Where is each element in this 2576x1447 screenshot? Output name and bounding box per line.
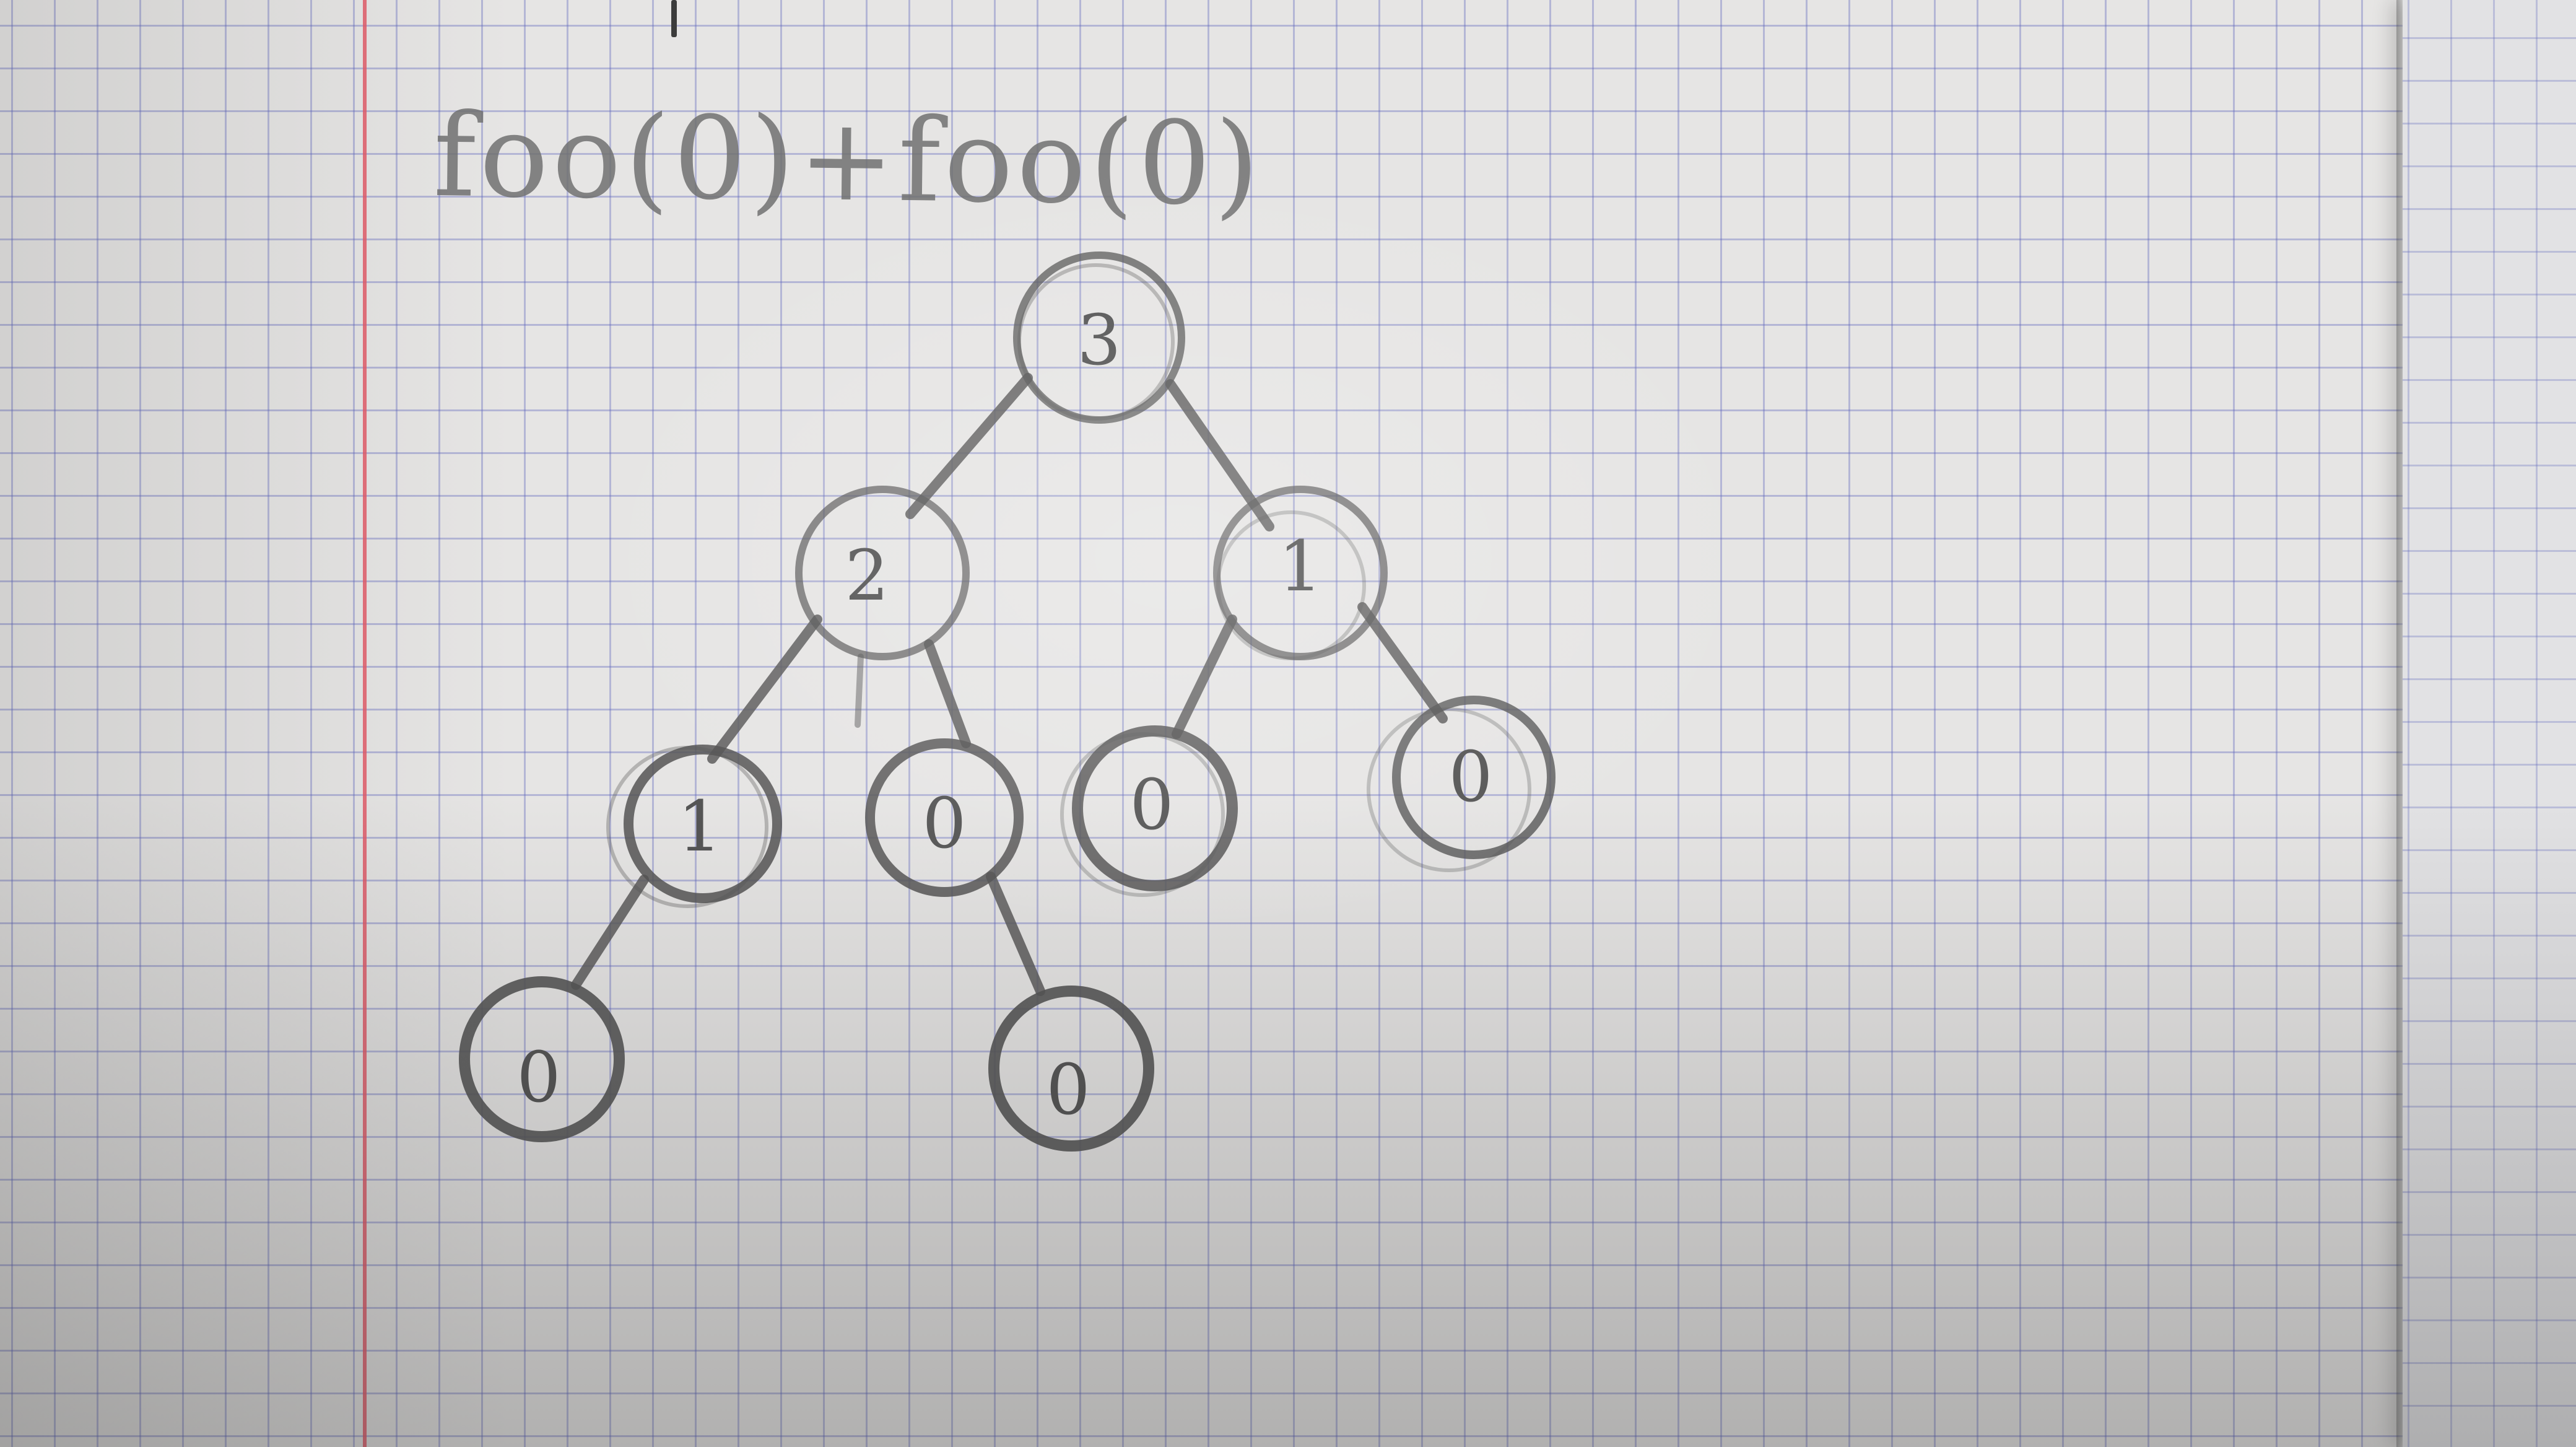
edge-left-leftright: [924, 639, 971, 748]
tree-node-left-right-label: 0: [922, 784, 966, 864]
pencil-mark: [671, 0, 677, 37]
tree-node-left-right: [865, 738, 1024, 897]
tree-node-left-label: 2: [845, 536, 889, 616]
tree-node-right-label: 1: [1278, 527, 1322, 607]
edge-right-rightright: [1357, 602, 1448, 724]
tree-node-left-left-label: 1: [677, 787, 721, 867]
edge-leftleft-leftleftleft: [571, 875, 649, 990]
tree-node-right-right: [1392, 696, 1556, 859]
tree-node-left-left: [624, 745, 782, 903]
edge-root-left: [905, 373, 1033, 519]
edge-right-rightleft: [1172, 614, 1237, 739]
margin-line: [363, 0, 367, 1447]
edge-left-leftleft: [707, 614, 822, 764]
edge-leftright-leftrightright: [986, 872, 1045, 996]
tree-node-left: [795, 486, 970, 660]
next-page-strip: [2403, 0, 2576, 1447]
tree-node-right: [1213, 486, 1388, 660]
tree-node-right-left: [1072, 725, 1238, 891]
tree-node-right-right-label: 0: [1448, 737, 1492, 818]
tree-node-left-right-right-label: 0: [1046, 1050, 1090, 1130]
tree-node-left-right-right: [988, 986, 1154, 1152]
tree-node-left-left-left: [459, 976, 625, 1142]
edge-stray-mark: [855, 654, 864, 728]
tree-node-left-left-left-label: 0: [516, 1038, 560, 1118]
tree-node-right-left-label: 0: [1129, 765, 1173, 846]
tree-node-root-label: 3: [1077, 300, 1121, 381]
tree-node-root: [1013, 251, 1185, 424]
